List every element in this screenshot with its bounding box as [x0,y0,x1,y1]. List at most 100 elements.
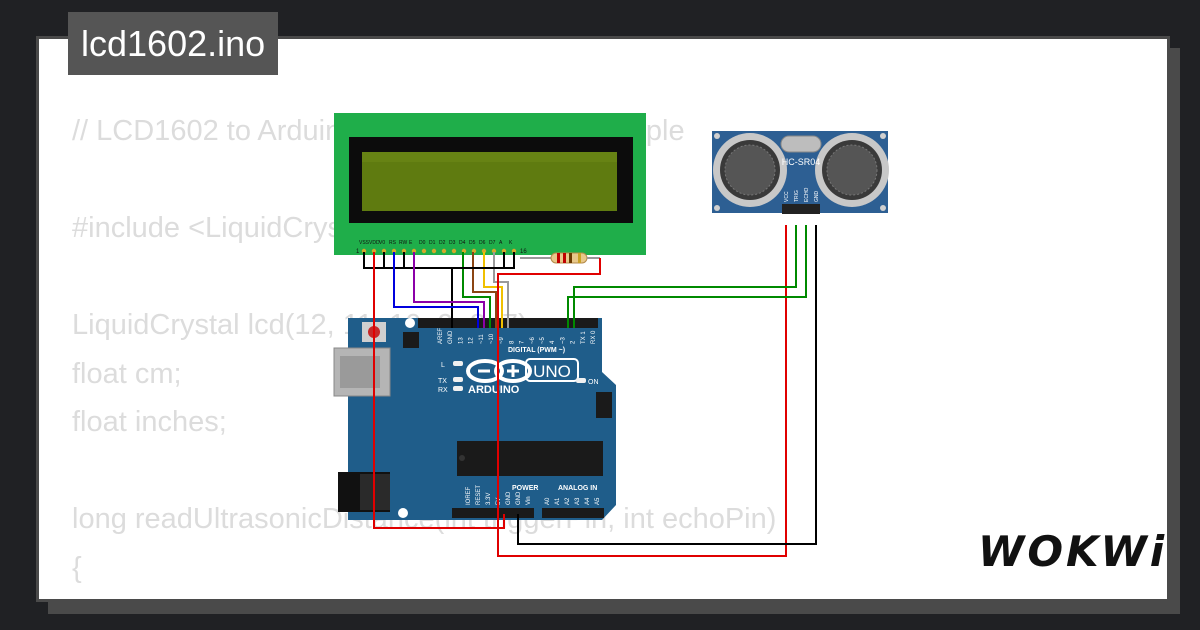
lcd-pin[interactable] [411,248,417,254]
lcd-pin-label: VSS [359,240,370,246]
lcd-pin[interactable] [391,248,397,254]
led-tx-label: TX [438,378,447,385]
led-l [453,361,463,366]
uno-badge [525,358,579,382]
lcd-pin[interactable] [491,248,497,254]
digital-pin-label: TX 1 [581,331,587,344]
code-line: float cm; [72,357,182,390]
sensor-pin-label: ECHO [804,187,810,202]
lcd-pin-label: D7 [489,240,496,246]
power-pin-label: 3.3V [486,493,492,505]
sensor-pin-label: GND [814,191,820,203]
digital-pin-label: ~9 [499,336,505,344]
power-pin-label: GND [516,491,522,505]
icsp-header-right [596,392,612,418]
sensor-crystal [780,135,822,153]
lcd-pin[interactable] [381,248,387,254]
lcd-pin-label: V0 [379,240,385,246]
lcd-pin[interactable] [421,248,427,254]
digital-pin-label: 7 [520,340,526,344]
resistor[interactable] [520,252,600,264]
lcd-pin[interactable] [441,248,447,254]
lcd-pin-label: E [409,240,413,246]
wire-lcd-d6 [483,252,503,328]
sensor-pin-label: TRIG [794,190,800,202]
lcd-pin-label: D2 [439,240,446,246]
analog-header-label: ANALOG IN [558,485,597,492]
analog-header [542,508,604,518]
wire-sensor-vcc [497,225,787,557]
power-pin-label: IOREF [466,486,472,505]
analog-pin-label: A3 [575,497,581,505]
wire-lcd-d4 [462,252,491,328]
digital-pin-label: 13 [458,337,464,344]
wokwi-logo: WOKWi [978,527,1168,576]
digital-pin-label: ~11 [479,334,485,344]
wire-lcd-d5 [472,252,497,328]
digital-pin-label: ~3 [560,336,566,344]
lcd-pins [361,248,517,254]
lcd-pin-first: 1 [356,249,360,255]
digital-header-label: DIGITAL (PWM ~) [508,347,565,354]
power-pin-label: GND [506,491,512,505]
lcd-pin-label: RS [389,240,397,246]
project-filename: lcd1602.ino [68,12,279,75]
lcd-pin-label: D6 [479,240,486,246]
lcd-pin[interactable] [501,248,507,254]
lcd-pin-label: VDD [369,240,380,246]
wires [363,225,817,557]
digital-pin-label: 4 [550,340,556,344]
led-tx [453,377,463,382]
digital-pin-label: ~10 [489,333,495,344]
arduino-logo [466,359,532,383]
wire-lcd-vss-gnd [363,252,453,328]
led-rx-label: RX [438,387,448,394]
arduino-model-label: UNO [533,362,571,381]
power-pin-label: Vin [526,496,532,505]
wire-lcd-k [440,252,515,269]
power-pin-label: RESET [476,485,482,505]
lcd-pin[interactable] [511,248,517,254]
power-header-label: POWER [512,485,538,492]
lcd-pin-label: K [509,240,513,246]
sensor-header [782,204,820,214]
wire-lcd-rs [393,252,479,328]
lcd-pin[interactable] [371,248,377,254]
lcd-pin-label: D0 [419,240,426,246]
digital-pin-label: GND [448,330,454,344]
lcd-pin-label: D1 [429,240,436,246]
code-line: float inches; [72,406,227,438]
lcd-pin-label: RW [399,240,408,246]
lcd-pin[interactable] [401,248,407,254]
wire-sensor-trig [573,225,797,328]
digital-pin-label: ~5 [540,336,546,344]
led-on-label: ON [588,379,599,386]
wire-sensor-echo [567,225,807,328]
wire-lcd-vdd-5v [373,252,505,529]
led-l-label: L [441,362,445,369]
lcd-pin[interactable] [361,248,367,254]
digital-pin-label: ~6 [530,336,536,344]
lcd-pin[interactable] [481,248,487,254]
analog-pin-label: A5 [595,497,601,505]
lcd-pin-label: A [499,240,503,246]
lcd-pin-label: D4 [459,240,466,246]
analog-pin-label: A0 [545,497,551,505]
led-on [576,378,586,383]
digital-pin-label: 2 [571,340,577,344]
microcontroller-chip [457,441,603,476]
analog-pin-label: A2 [565,497,571,505]
arduino-brand-label: ARDUINO [468,384,520,396]
lcd-pin[interactable] [451,248,457,254]
lcd-pin[interactable] [431,248,437,254]
wire-lcd-e [413,252,485,328]
lcd-pin-label: D5 [469,240,476,246]
